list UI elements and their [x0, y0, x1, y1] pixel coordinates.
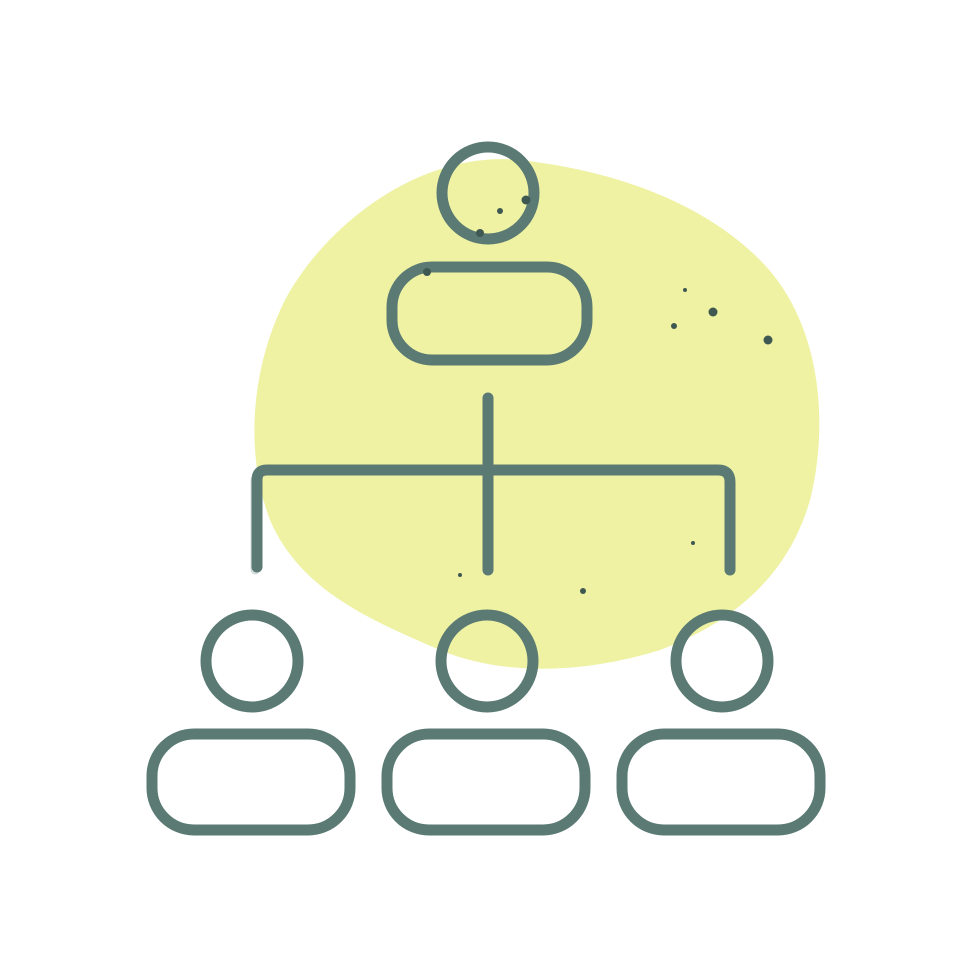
dot	[580, 588, 586, 594]
manager-person-icon	[386, 141, 593, 366]
team-member-left-icon	[146, 609, 356, 836]
dot	[521, 195, 531, 205]
team-member-left-body	[146, 728, 356, 836]
dot	[691, 541, 695, 545]
decorative-dots	[423, 195, 773, 594]
dot	[671, 323, 677, 329]
connector-horizontal-line	[251, 464, 736, 576]
dot	[423, 268, 431, 276]
dot	[497, 208, 503, 214]
manager-head	[436, 141, 540, 245]
dot	[476, 229, 484, 237]
team-member-center-icon	[381, 609, 591, 836]
manager-body	[386, 261, 593, 366]
dot	[458, 573, 462, 577]
dot	[763, 335, 773, 345]
team-member-right-icon	[616, 609, 826, 836]
team-member-right-head	[670, 609, 774, 713]
team-member-center-body	[381, 728, 591, 836]
team-member-center-head	[435, 609, 539, 713]
color-spot-background	[254, 159, 820, 669]
dot	[683, 288, 687, 292]
dot	[708, 307, 718, 317]
org-chart-connector	[250, 392, 736, 576]
team-member-left-head	[200, 609, 304, 713]
team-member-right-body	[616, 728, 826, 836]
